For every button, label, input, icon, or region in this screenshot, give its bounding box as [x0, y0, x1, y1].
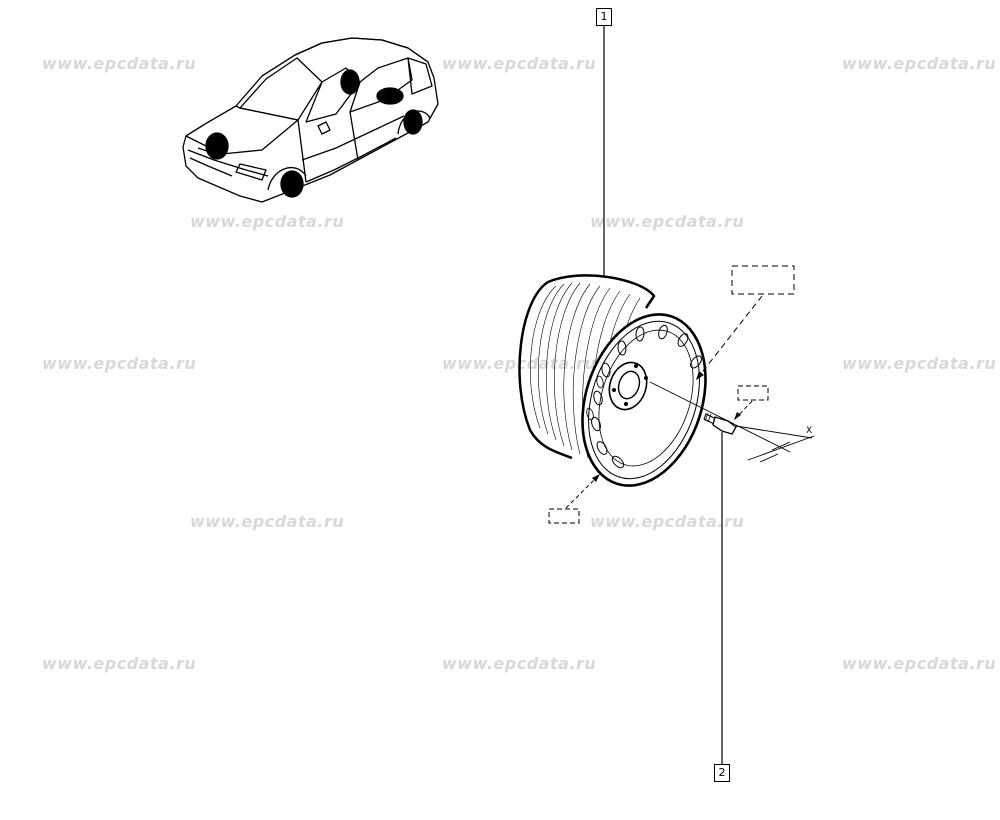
reference-arrow: [695, 295, 763, 381]
dimension-label: X: [806, 426, 813, 436]
dimension-x: [735, 425, 815, 463]
callout-part-1[interactable]: 1: [596, 8, 612, 26]
bolt-axis-line: [649, 381, 791, 453]
steel-wheel-icon: [518, 274, 707, 487]
reference-box: [548, 508, 580, 524]
callout-part-2[interactable]: 2: [714, 764, 730, 782]
car-location-icon: [182, 37, 439, 203]
arrow-head: [696, 371, 704, 380]
arrow-head: [734, 412, 741, 420]
wheel-bolt-icon: [703, 412, 737, 435]
arrow-head: [592, 474, 600, 482]
reference-box: [731, 265, 795, 295]
reference-arrow: [565, 475, 599, 509]
reference-box: [737, 385, 769, 401]
